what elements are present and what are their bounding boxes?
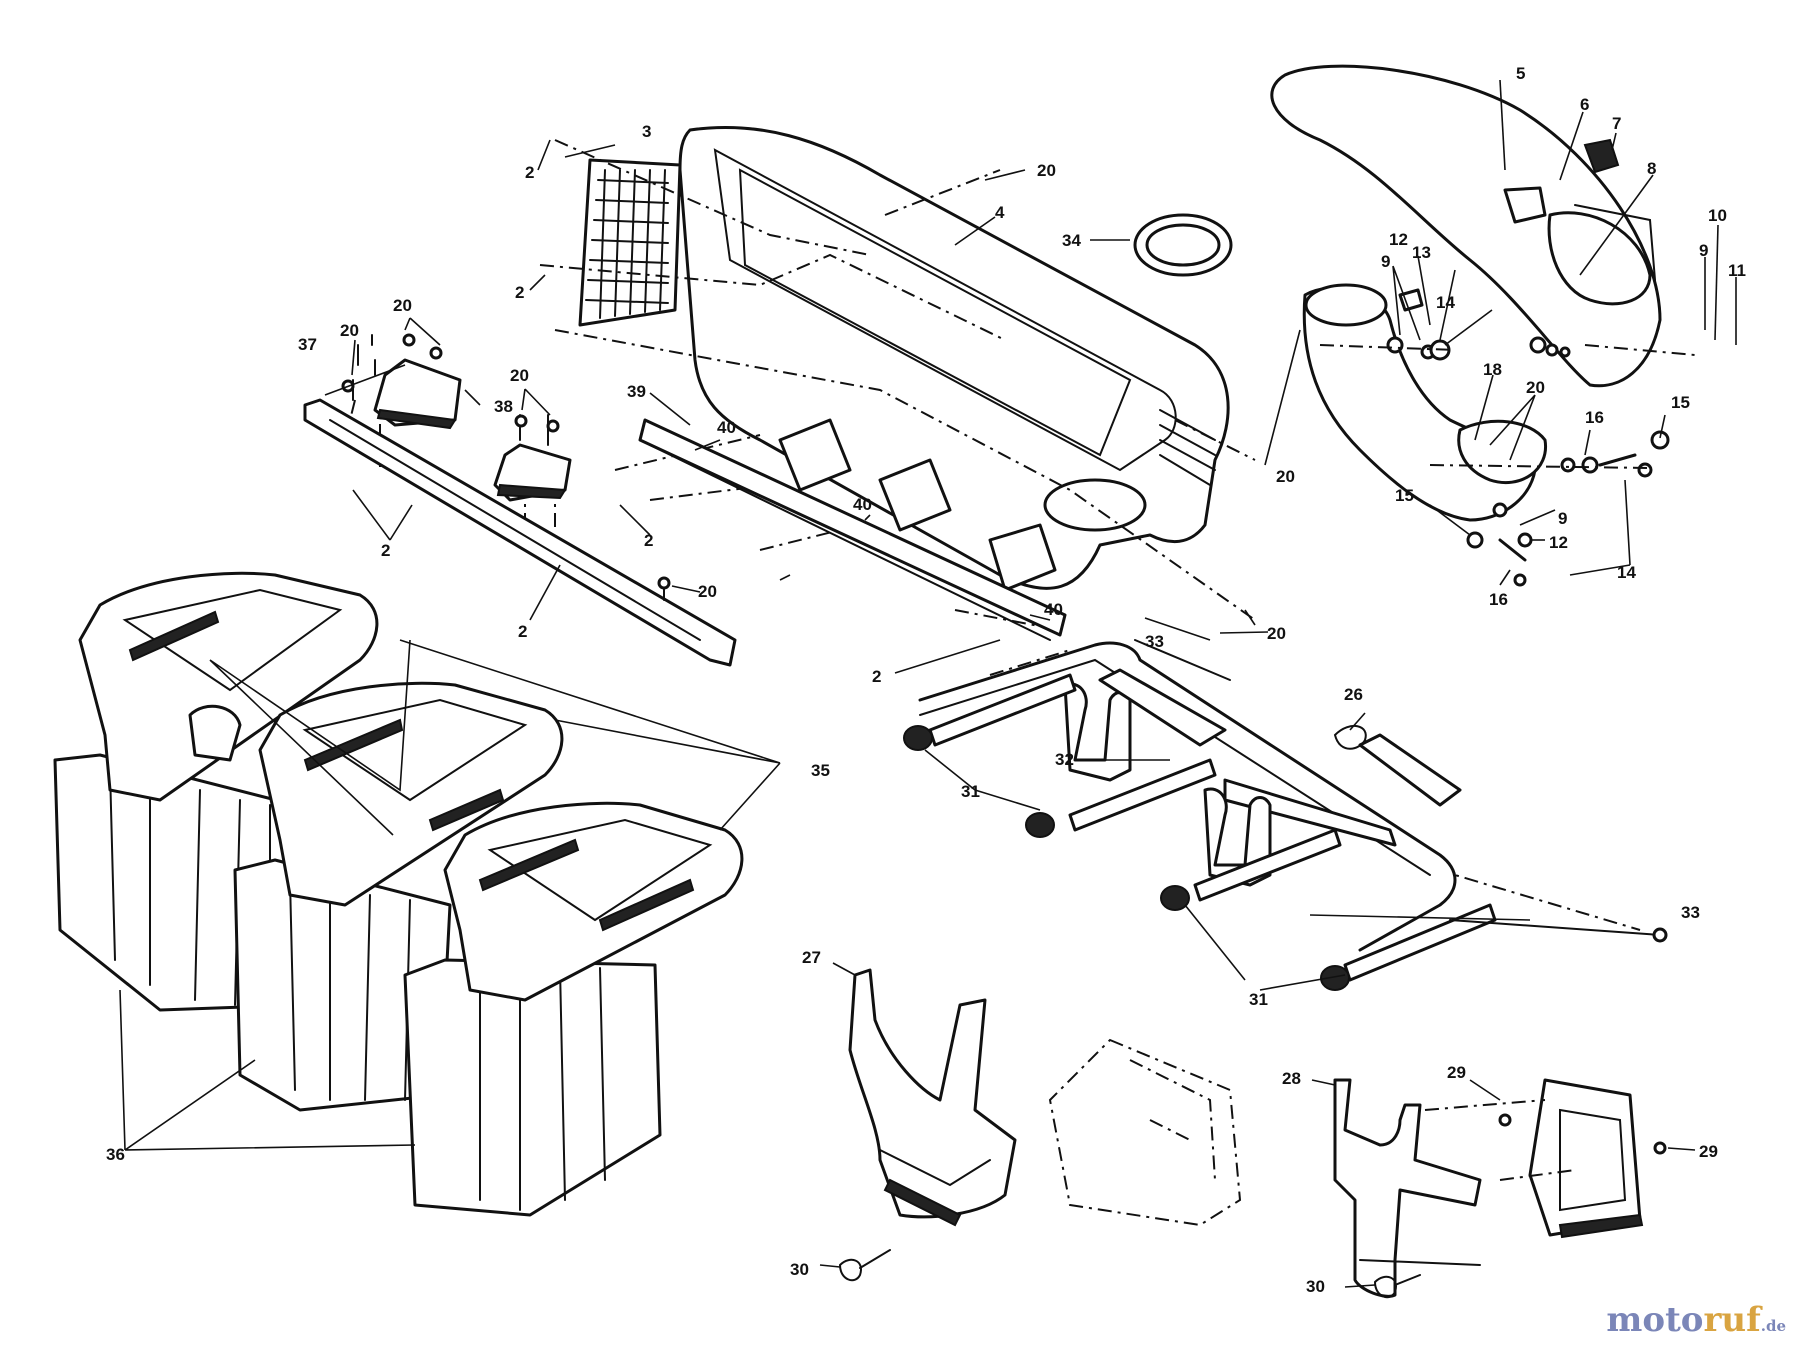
plate-part-29 xyxy=(1424,1078,1644,1239)
callout-13: 13 xyxy=(1412,243,1431,262)
callout-15: 15 xyxy=(1395,486,1414,505)
callout-38: 38 xyxy=(494,397,513,416)
callout-39: 39 xyxy=(627,382,646,401)
callout-30: 30 xyxy=(790,1260,809,1279)
watermark-part-2: ruf xyxy=(1703,1300,1761,1340)
watermark-part-3: .de xyxy=(1760,1317,1786,1335)
callout-14: 14 xyxy=(1436,293,1455,312)
callout-29: 29 xyxy=(1699,1142,1718,1161)
callout-12: 12 xyxy=(1549,533,1568,552)
screen-part-3 xyxy=(578,158,682,327)
callout-31: 31 xyxy=(1249,990,1268,1009)
callout-3: 3 xyxy=(642,122,651,141)
callout-27: 27 xyxy=(802,948,821,967)
chute-part-5 xyxy=(1270,64,1662,388)
bag-front xyxy=(403,958,662,1217)
callout-20: 20 xyxy=(1267,624,1286,643)
callout-2: 2 xyxy=(518,622,527,641)
plate-bracket-hidden xyxy=(1048,1038,1242,1227)
screws-20-2 xyxy=(341,333,671,601)
callout-9: 9 xyxy=(1699,241,1708,260)
bracket-part-38-upper xyxy=(373,358,462,430)
tube-31-middle xyxy=(1025,758,1217,838)
callout-20: 20 xyxy=(340,321,359,340)
callout-30: 30 xyxy=(1306,1277,1325,1296)
callout-16: 16 xyxy=(1585,408,1604,427)
callout-20: 20 xyxy=(1526,378,1545,397)
callout-29: 29 xyxy=(1447,1063,1466,1082)
deflector-part-18 xyxy=(1302,283,1547,522)
callout-20: 20 xyxy=(1037,161,1056,180)
callout-6: 6 xyxy=(1580,95,1589,114)
callout-34: 34 xyxy=(1062,231,1081,250)
callout-14: 14 xyxy=(1617,563,1636,582)
tube-31-upper xyxy=(903,673,1077,751)
callout-2: 2 xyxy=(381,541,390,560)
callout-2: 2 xyxy=(872,667,881,686)
callout-33: 33 xyxy=(1681,903,1700,922)
callout-4: 4 xyxy=(995,203,1005,222)
bracket-part-27 xyxy=(848,968,1017,1227)
callout-26: 26 xyxy=(1344,685,1363,704)
callout-40: 40 xyxy=(853,495,872,514)
callout-2: 2 xyxy=(525,163,534,182)
callout-labels: 2 3 20 4 34 2 5 6 7 8 10 9 11 12 9 13 14… xyxy=(106,64,1746,1296)
callout-31: 31 xyxy=(961,782,980,801)
callout-9: 9 xyxy=(1558,509,1567,528)
callout-8: 8 xyxy=(1647,159,1656,178)
hinge-strip-part-37 xyxy=(303,398,737,667)
decal-part-34 xyxy=(1133,213,1233,277)
callout-12: 12 xyxy=(1389,230,1408,249)
small-parts-6-7-8 xyxy=(1503,138,1620,224)
tube-31-lower xyxy=(1160,828,1342,911)
callout-40: 40 xyxy=(1044,600,1063,619)
callout-37: 37 xyxy=(298,335,317,354)
edge-plate-part-39 xyxy=(638,418,1067,641)
frame-part-32 xyxy=(918,641,1462,952)
callout-20: 20 xyxy=(393,296,412,315)
callout-2: 2 xyxy=(644,531,653,550)
rod-part-33 xyxy=(1134,639,1668,943)
callout-20: 20 xyxy=(510,366,529,385)
callout-40: 40 xyxy=(717,418,736,437)
callout-18: 18 xyxy=(1483,360,1502,379)
hardware-bolts xyxy=(1386,288,1670,587)
callout-35: 35 xyxy=(811,761,830,780)
callout-2: 2 xyxy=(515,283,524,302)
motoruf-watermark: motoruf.de xyxy=(1606,1300,1786,1340)
callout-15: 15 xyxy=(1671,393,1690,412)
callout-20: 20 xyxy=(698,582,717,601)
frame-part-35-c xyxy=(443,801,744,1002)
pins-part-30 xyxy=(838,1113,1667,1299)
callout-10: 10 xyxy=(1708,206,1727,225)
bracket-part-28 xyxy=(1333,1078,1482,1298)
frame-part-35-b xyxy=(258,681,564,907)
hopper-part-4 xyxy=(678,125,1230,592)
frame-part-35-a xyxy=(78,571,379,802)
callout-28: 28 xyxy=(1282,1069,1301,1088)
callout-16: 16 xyxy=(1489,590,1508,609)
callout-7: 7 xyxy=(1612,114,1621,133)
callout-5: 5 xyxy=(1516,64,1525,83)
leader-lines xyxy=(119,79,1737,1288)
watermark-part-1: moto xyxy=(1606,1300,1704,1340)
callout-9: 9 xyxy=(1381,252,1390,271)
callout-11: 11 xyxy=(1728,261,1746,280)
clip-part-26 xyxy=(1333,725,1367,750)
callout-20: 20 xyxy=(1276,467,1295,486)
callout-36: 36 xyxy=(106,1145,125,1164)
bracket-part-38-lower xyxy=(493,443,572,502)
callout-33: 33 xyxy=(1145,632,1164,651)
callout-32: 32 xyxy=(1055,750,1074,769)
